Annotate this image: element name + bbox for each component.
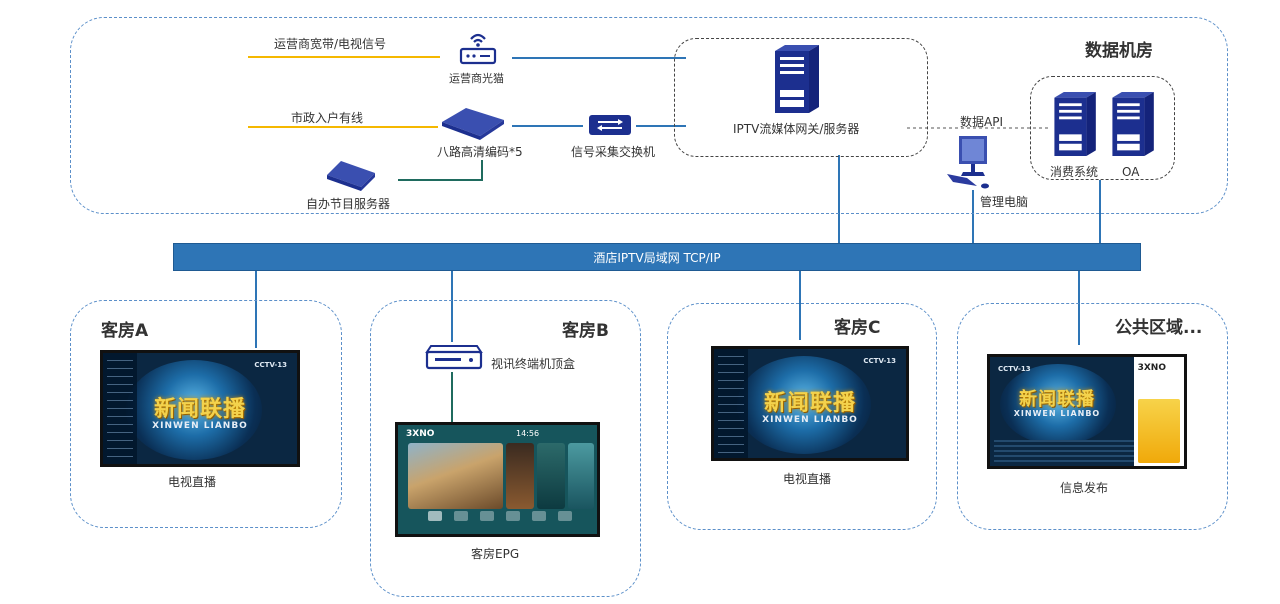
channel-list bbox=[714, 349, 748, 458]
room-c-title: 客房C bbox=[834, 318, 881, 338]
tv-globe-image bbox=[126, 359, 263, 460]
epg-menu-button-3[interactable] bbox=[480, 511, 494, 521]
epg-tile-1 bbox=[506, 443, 534, 509]
room-b-caption: 客房EPG bbox=[471, 547, 520, 561]
data-center-title: 数据机房 bbox=[1085, 41, 1153, 61]
room-b-region bbox=[370, 300, 641, 597]
room-c-region bbox=[667, 303, 937, 530]
public-area-caption: 信息发布 bbox=[1060, 481, 1109, 495]
stb-label: 视讯终端机顶盒 bbox=[491, 357, 576, 371]
channel-logo: CCTV-13 bbox=[254, 361, 287, 369]
server-icon bbox=[775, 45, 819, 113]
tv-globe-image bbox=[999, 363, 1117, 446]
computer-icon bbox=[947, 136, 989, 189]
tv-screen: CCTV-13 新闻联播 XINWEN LIANBO bbox=[711, 346, 909, 461]
epg-menu-button-5[interactable] bbox=[532, 511, 546, 521]
info-brand: 3XNO bbox=[1137, 363, 1166, 373]
epg-menu-button-1[interactable] bbox=[428, 511, 442, 521]
epg-brand: 3XNO bbox=[406, 429, 435, 439]
self-program-server-label: 自办节目服务器 bbox=[306, 197, 391, 211]
tv-headline: 新闻联播 bbox=[153, 396, 246, 422]
info-ticker bbox=[994, 440, 1134, 462]
server-to-encoder-line bbox=[398, 160, 483, 181]
tv-subline: XINWEN LIANBO bbox=[762, 415, 858, 425]
epg-main-tile bbox=[408, 443, 503, 509]
optical-modem-label: 运营商光猫 bbox=[449, 72, 504, 85]
switch-icon bbox=[589, 115, 631, 135]
business-systems-box bbox=[1030, 76, 1175, 180]
tv-subline: XINWEN LIANBO bbox=[152, 421, 248, 431]
epg-screen: 3XNO 14:56 bbox=[395, 422, 600, 537]
municipal-cable-label: 市政入户有线 bbox=[291, 111, 364, 125]
oa-server-icon bbox=[1112, 92, 1154, 156]
tv-screen: CCTV-13 新闻联播 XINWEN LIANBO bbox=[100, 350, 300, 467]
epg-tile-2 bbox=[537, 443, 565, 509]
admin-pc-label: 管理电脑 bbox=[980, 195, 1029, 209]
epg-tile-3 bbox=[568, 443, 594, 509]
encoder-label: 八路高清编码*5 bbox=[437, 145, 523, 159]
data-center-region bbox=[70, 17, 1228, 214]
epg-menu-button-6[interactable] bbox=[558, 511, 572, 521]
encoder-icon bbox=[442, 108, 504, 140]
public-area-title: 公共区域... bbox=[1115, 318, 1203, 338]
info-promo-image bbox=[1138, 399, 1180, 463]
router-icon bbox=[459, 33, 497, 65]
consumption-server-icon bbox=[1054, 92, 1096, 156]
tv-headline: 新闻联播 bbox=[1019, 389, 1095, 410]
room-a-region bbox=[70, 300, 342, 528]
channel-list bbox=[103, 353, 137, 464]
room-b-title: 客房B bbox=[562, 321, 609, 341]
gateway-label: IPTV流媒体网关/服务器 bbox=[733, 122, 860, 136]
gateway-box bbox=[674, 38, 928, 157]
room-a-caption: 电视直播 bbox=[168, 475, 217, 489]
signal-switch-label: 信号采集交换机 bbox=[571, 145, 656, 159]
channel-logo: CCTV-13 bbox=[863, 357, 896, 365]
epg-menu-button-2[interactable] bbox=[454, 511, 468, 521]
tv-subline: XINWEN LIANBO bbox=[1013, 409, 1101, 418]
room-c-caption: 电视直播 bbox=[783, 472, 832, 486]
oa-label: OA bbox=[1122, 165, 1140, 179]
room-a-title: 客房A bbox=[101, 321, 149, 341]
epg-time: 14:56 bbox=[516, 429, 540, 438]
tv-headline: 新闻联播 bbox=[763, 390, 856, 416]
isp-signal-label: 运营商宽带/电视信号 bbox=[274, 37, 387, 51]
network-bar: 酒店IPTV局域网 TCP/IP bbox=[173, 243, 1141, 271]
public-area-region bbox=[957, 303, 1228, 530]
epg-menu-button-4[interactable] bbox=[506, 511, 520, 521]
media-server-icon bbox=[327, 161, 375, 191]
tv-globe-image bbox=[737, 355, 872, 454]
info-display-screen: CCTV-13 新闻联播 XINWEN LIANBO 3XNO bbox=[987, 354, 1187, 469]
channel-logo: CCTV-13 bbox=[998, 365, 1031, 373]
data-api-label: 数据API bbox=[960, 115, 1003, 129]
set-top-box-icon bbox=[425, 345, 483, 370]
consumption-label: 消费系统 bbox=[1050, 165, 1099, 179]
